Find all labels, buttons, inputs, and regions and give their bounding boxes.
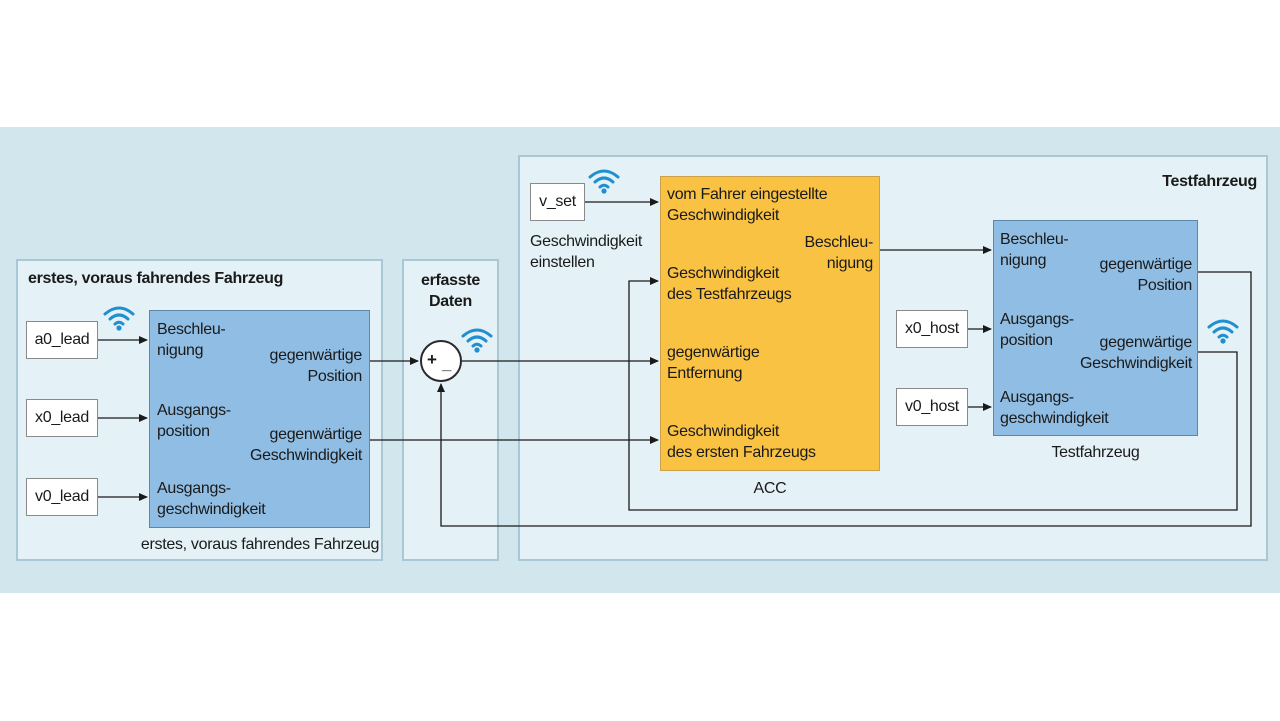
host-block-caption: Testfahrzeug [1051,444,1140,461]
host-block-output-position: gegenwärtige Position [1099,256,1193,294]
input-a0-lead[interactable]: a0_lead [26,321,98,359]
host-vehicle-block [993,220,1198,436]
lead-block-input-position: Ausgangs- position [157,402,231,440]
sum-junction: + _ [420,340,462,382]
lead-vehicle-panel-title: erstes, voraus fahrendes Fahrzeug [28,270,284,287]
input-x0-lead[interactable]: x0_lead [26,399,98,437]
input-v-set[interactable]: v_set [530,183,585,221]
host-block-input-speed: Ausgangs- geschwindigkeit [1000,389,1109,427]
test-vehicle-panel-title: Testfahrzeug [1162,173,1257,190]
acc-input-distance: gegenwärtige Entfernung [667,344,760,382]
input-v0-host[interactable]: v0_host [896,388,968,426]
lead-block-caption: erstes, voraus fahrendes Fahrzeug [140,536,380,553]
wire-host-speed-feedback [628,277,1238,511]
wifi-icon [588,169,620,194]
input-v0-lead[interactable]: v0_lead [26,478,98,516]
set-speed-caption: Geschwindigkeit einstellen [530,233,643,271]
host-block-output-speed: gegenwärtige Geschwindigkeit [1079,334,1192,372]
sensor-panel [402,259,499,561]
wifi-icon [103,306,135,331]
wifi-icon [461,328,493,353]
lead-block-input-speed: Ausgangs- geschwindigkeit [157,480,266,518]
acc-input-driver-speed: vom Fahrer eingestellte Geschwindigkeit [667,186,828,224]
lead-vehicle-block [149,310,370,528]
acc-input-host-speed: Geschwindigkeit des Testfahrzeugs [667,265,792,303]
sum-minus-sign: _ [442,354,452,373]
acc-caption: ACC [753,480,787,497]
input-x0-host[interactable]: x0_host [896,310,968,348]
lead-block-input-acceleration: Beschleu- nigung [157,321,226,359]
lead-block-output-position: gegenwärtige Position [269,347,363,385]
acc-output-acceleration: Beschleu- nigung [804,234,874,272]
sensor-panel-title: erfasste Daten [421,272,480,310]
sum-plus-sign: + [427,350,437,369]
lead-block-output-speed: gegenwärtige Geschwindigkeit [249,426,362,464]
acc-block [660,176,880,471]
host-block-input-acceleration: Beschleu- nigung [1000,231,1069,269]
acc-input-lead-speed: Geschwindigkeit des ersten Fahrzeugs [667,423,816,461]
host-block-input-position: Ausgangs- position [1000,311,1074,349]
wire-host-position-feedback [437,271,1252,527]
wifi-icon [1207,319,1239,344]
